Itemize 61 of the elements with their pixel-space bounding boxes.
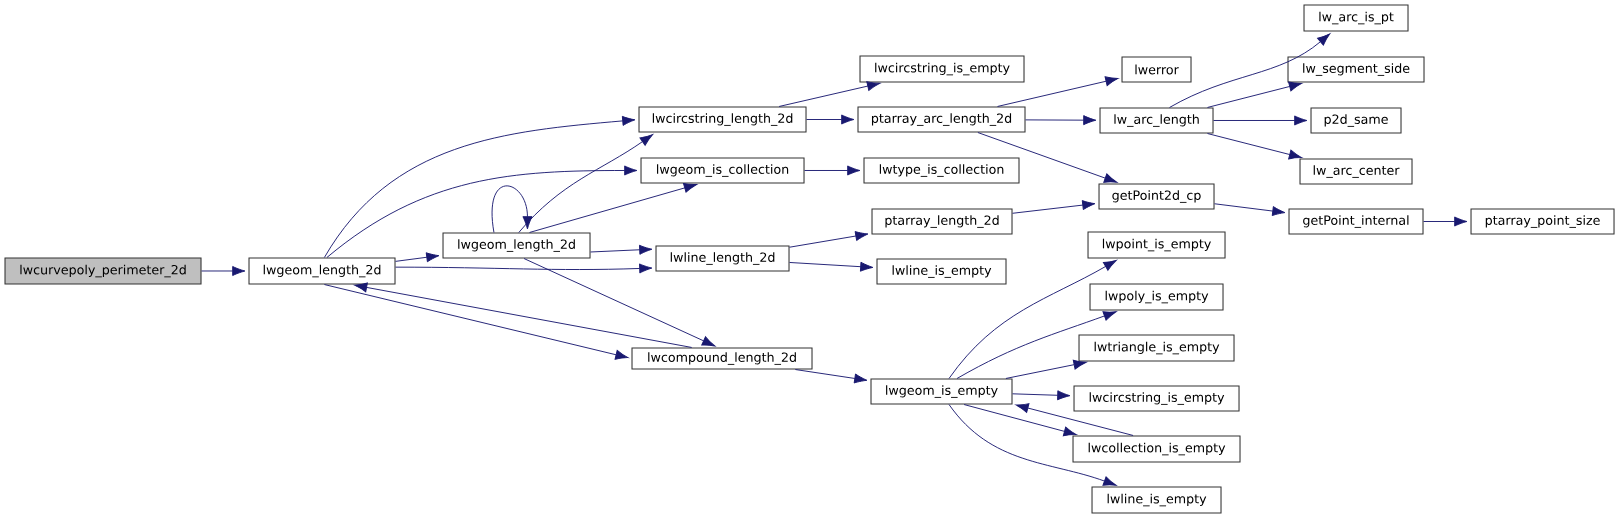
- function-box: ptarray_arc_length_2d: [857, 106, 1026, 133]
- function-box: lwline_is_empty: [1091, 486, 1222, 514]
- arrow: [1012, 390, 1071, 401]
- function-box: lwcollection_is_empty: [1072, 435, 1241, 463]
- arrow: [491, 185, 533, 233]
- function-box: lwgeom_is_empty: [870, 378, 1013, 405]
- arrow: [948, 404, 1117, 486]
- arrow: [323, 115, 636, 258]
- arrow: [1005, 359, 1087, 379]
- function-box: lwtriangle_is_empty: [1078, 334, 1235, 362]
- arrow: [1207, 81, 1303, 108]
- function-box: lwgeom_length_2d: [248, 257, 396, 285]
- function-box: lw_segment_side: [1287, 56, 1425, 83]
- arrow: [997, 76, 1119, 107]
- arrow: [1423, 216, 1468, 227]
- function-box: lwline_length_2d: [655, 245, 790, 272]
- arrow: [806, 114, 855, 125]
- function-box: lw_arc_center: [1299, 158, 1413, 185]
- arrow: [354, 282, 693, 348]
- arrow: [956, 311, 1117, 379]
- function-box: lwpoint_is_empty: [1087, 231, 1226, 259]
- function-box: lwcircstring_is_empty: [1073, 385, 1240, 412]
- arrow: [201, 266, 246, 276]
- function-box: lwcurvepoly_perimeter_2d: [4, 257, 202, 285]
- arrow: [1012, 200, 1096, 214]
- arrow: [794, 369, 868, 384]
- arrow: [529, 183, 697, 233]
- function-box: lw_arc_length: [1099, 107, 1214, 134]
- arrow: [1207, 133, 1303, 160]
- function-box: lwcircstring_length_2d: [638, 106, 807, 133]
- arrow: [789, 231, 869, 248]
- function-box: lw_arc_is_pt: [1303, 4, 1409, 32]
- arrow: [963, 404, 1077, 437]
- function-box: lwcompound_length_2d: [631, 347, 813, 370]
- arrow: [395, 263, 653, 274]
- arrow: [948, 259, 1117, 379]
- function-box: getPoint_internal: [1288, 208, 1424, 235]
- function-box: ptarray_length_2d: [871, 208, 1013, 235]
- arrow: [326, 165, 638, 258]
- arrow: [590, 244, 653, 255]
- arrow: [523, 258, 716, 347]
- arrow: [1025, 115, 1097, 126]
- function-box: ptarray_point_size: [1470, 208, 1615, 235]
- arrow: [789, 261, 874, 272]
- function-box: lwpoly_is_empty: [1089, 283, 1224, 311]
- arrow: [804, 165, 861, 176]
- function-box: lwgeom_length_2d: [442, 232, 591, 259]
- function-box: lwerror: [1121, 56, 1192, 83]
- arrow: [395, 252, 440, 263]
- arrow: [518, 134, 653, 233]
- function-box: lwcircstring_is_empty: [859, 55, 1025, 83]
- arrow: [1213, 115, 1308, 126]
- function-box: lwline_is_empty: [876, 258, 1007, 285]
- arrow: [1214, 203, 1286, 217]
- function-box: lwgeom_is_collection: [640, 157, 805, 184]
- function-box: lwtype_is_collection: [863, 157, 1020, 184]
- function-box: p2d_same: [1310, 107, 1402, 134]
- arrow: [323, 284, 629, 360]
- function-box: getPoint2d_cp: [1098, 183, 1215, 210]
- arrow: [778, 81, 881, 107]
- arrow: [977, 132, 1118, 183]
